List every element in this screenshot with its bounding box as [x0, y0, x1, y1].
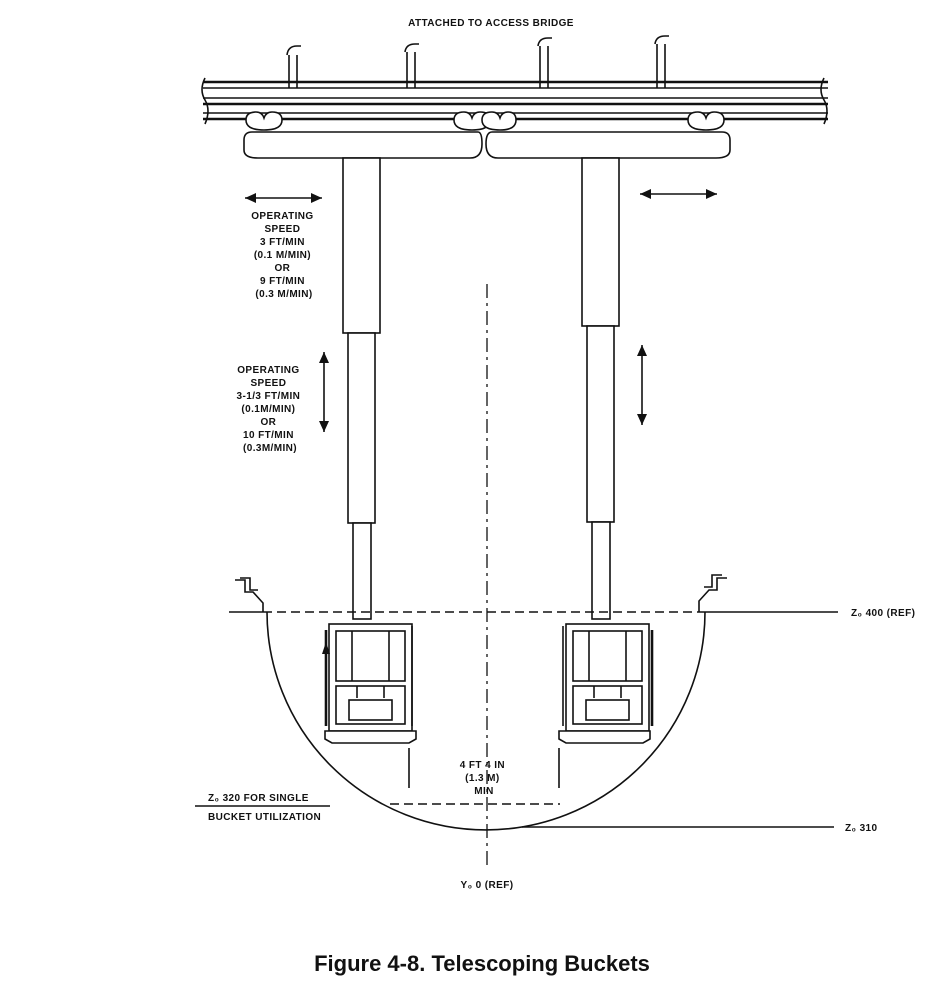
horizontal-speed-line: 9 FT/MIN	[260, 276, 305, 287]
vertical-speed-line: 10 FT/MIN	[243, 430, 294, 441]
vertical-speed-line: (0.3M/MIN)	[243, 443, 297, 454]
bridge-posts	[286, 35, 669, 88]
vertical-speed-line: (0.1M/MIN)	[241, 404, 295, 415]
right-telescoping-mast	[581, 157, 620, 620]
vertical-motion-arrows	[319, 345, 647, 432]
yo0-label: Y₀ 0 (REF)	[461, 880, 514, 891]
zo320-line: BUCKET UTILIZATION	[208, 812, 321, 823]
vertical-speed-line: 3-1/3 FT/MIN	[237, 391, 301, 402]
vertical-speed-line: SPEED	[250, 378, 286, 389]
horizontal-speed-line: OR	[275, 263, 291, 274]
trolley-beams	[243, 131, 731, 159]
attached-to-access-bridge-label: ATTACHED TO ACCESS BRIDGE	[408, 18, 574, 29]
vertical-speed-line: OPERATING	[237, 365, 299, 376]
clearance-line: (1.3 M)	[465, 773, 499, 784]
zo310-label: Z₀ 310	[845, 823, 878, 834]
right-bucket	[558, 623, 654, 788]
figure-caption: Figure 4-8. Telescoping Buckets	[314, 951, 650, 976]
horizontal-speed-line: (0.3 M/MIN)	[255, 289, 312, 300]
clearance-dimension	[195, 803, 560, 807]
vessel-bowl	[235, 574, 727, 831]
trolley-wheels	[245, 111, 725, 131]
zo320-label: Z₀ 320 FOR SINGLE BUCKET UTILIZATION	[208, 793, 321, 823]
horizontal-speed-line: OPERATING	[251, 211, 313, 222]
horizontal-speed-line: 3 FT/MIN	[260, 237, 305, 248]
vertical-speed-line: OR	[261, 417, 277, 428]
clearance-line: MIN	[474, 786, 494, 797]
left-telescoping-mast	[342, 157, 381, 620]
horizontal-motion-arrows	[245, 189, 717, 203]
vertical-speed-label: OPERATING SPEED 3-1/3 FT/MIN (0.1M/MIN) …	[237, 365, 304, 454]
zo400-label: Z₀ 400 (REF)	[851, 608, 915, 619]
clearance-label: 4 FT 4 IN (1.3 M) MIN	[460, 760, 508, 797]
left-bucket	[322, 623, 417, 788]
horizontal-speed-line: (0.1 M/MIN)	[254, 250, 311, 261]
horizontal-speed-label: OPERATING SPEED 3 FT/MIN (0.1 M/MIN) OR …	[251, 211, 317, 300]
horizontal-speed-line: SPEED	[264, 224, 300, 235]
clearance-line: 4 FT 4 IN	[460, 760, 505, 771]
zo320-line: Z₀ 320 FOR SINGLE	[208, 793, 309, 804]
